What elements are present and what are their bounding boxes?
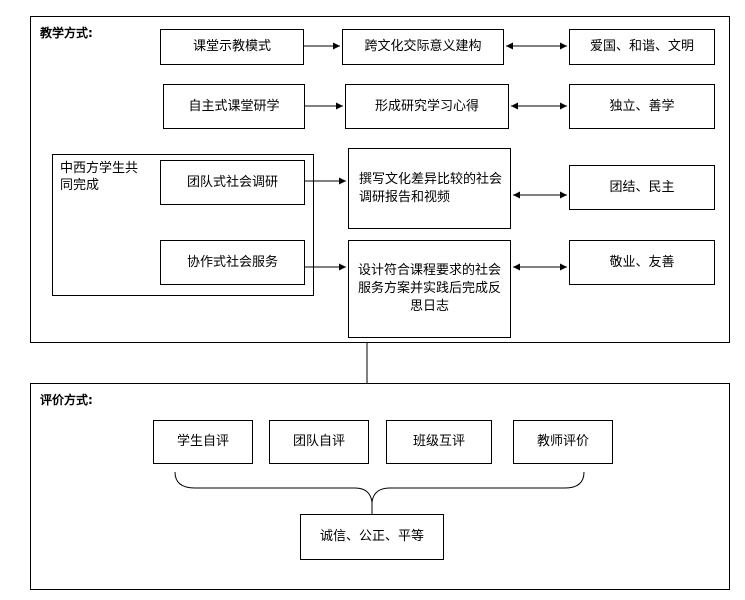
- group-frame: [52, 154, 314, 296]
- value-box-1: 爱国、和谐、文明: [569, 29, 715, 65]
- group-label: 中西方学生共同完成: [60, 161, 139, 193]
- evaluation-box-team: 团队自评: [269, 420, 369, 464]
- evaluation-box-teacher: 教师评价: [513, 420, 613, 464]
- value-box-4: 敬业、友善: [569, 240, 715, 285]
- evaluation-section-title: 评价方式:: [40, 393, 93, 407]
- evaluation-brace: [174, 471, 585, 514]
- teaching-section: [30, 16, 730, 343]
- activity-box-1: 跨文化交际意义建构: [342, 29, 504, 65]
- value-box-3: 团结、民主: [569, 165, 715, 210]
- activity-box-2: 形成研究学习心得: [345, 84, 509, 129]
- activity-box-3: 撰写文化差异比较的社会调研报告和视频: [348, 148, 511, 229]
- evaluation-box-self: 学生自评: [153, 420, 253, 464]
- evaluation-outcome-box: 诚信、公正、平等: [300, 514, 444, 560]
- evaluation-box-class: 班级互评: [386, 420, 492, 464]
- value-box-2: 独立、善学: [569, 84, 715, 129]
- activity-box-4: 设计符合课程要求的社会服务方案并实践后完成反思日志: [348, 240, 511, 338]
- method-box-2: 自主式课堂研学: [163, 84, 305, 129]
- evaluation-section: [30, 383, 730, 590]
- method-box-1: 课堂示教模式: [160, 29, 304, 65]
- method-box-4: 协作式社会服务: [160, 240, 305, 285]
- method-box-3: 团队式社会调研: [160, 160, 305, 205]
- teaching-section-title: 教学方式:: [40, 26, 93, 40]
